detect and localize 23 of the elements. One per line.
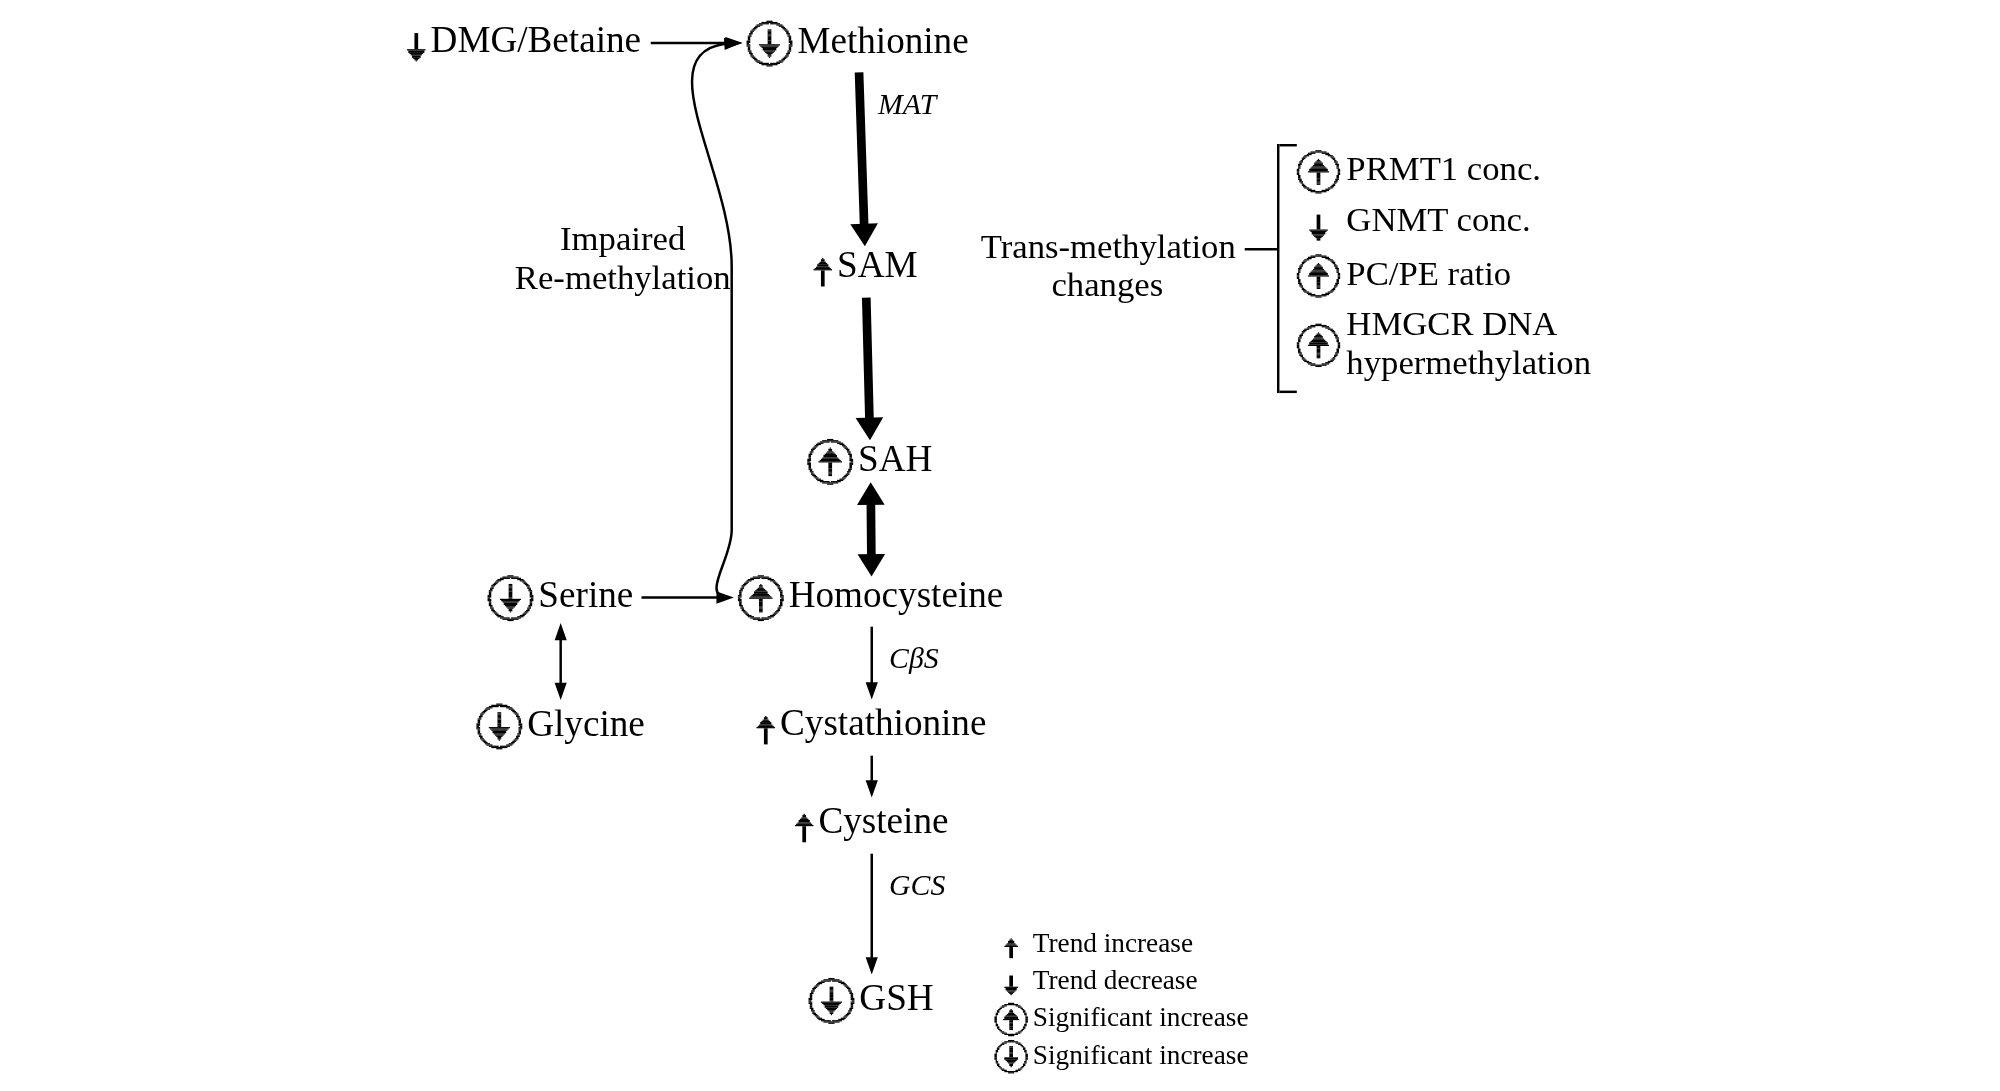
node-text: Glycine <box>527 702 645 744</box>
label: PRMT1 conc. <box>1346 149 1542 189</box>
edge-label: Impaired Re-methylation <box>514 219 731 297</box>
node-text: Serine <box>538 574 634 616</box>
legend-label: Significant increase <box>1032 1002 1249 1033</box>
label: GNMT conc. <box>1346 200 1531 240</box>
label: Trans-methylation changes <box>980 226 1236 305</box>
label: HMGCR DNA hypermethylation <box>1346 304 1592 382</box>
node-text: Methionine <box>797 19 969 61</box>
legend-label: Trend decrease <box>1032 965 1198 996</box>
node-text: SAH <box>858 438 933 480</box>
edge-label: GCS <box>889 867 946 901</box>
node-label: SAM <box>837 244 918 286</box>
node-label: DMG/Betaine <box>430 19 642 61</box>
node-label: Cystathionine <box>780 702 987 744</box>
legend-label: Significant increase <box>1032 1039 1249 1070</box>
node-label: Cysteine <box>818 800 949 842</box>
edge-label: CβS <box>889 640 939 674</box>
node-text: Homocysteine <box>788 574 1004 616</box>
label: PC/PE ratio <box>1346 253 1512 293</box>
edge-label: MAT <box>877 86 937 120</box>
node-text: GSH <box>859 977 934 1019</box>
legend-label: Trend increase <box>1032 928 1194 959</box>
